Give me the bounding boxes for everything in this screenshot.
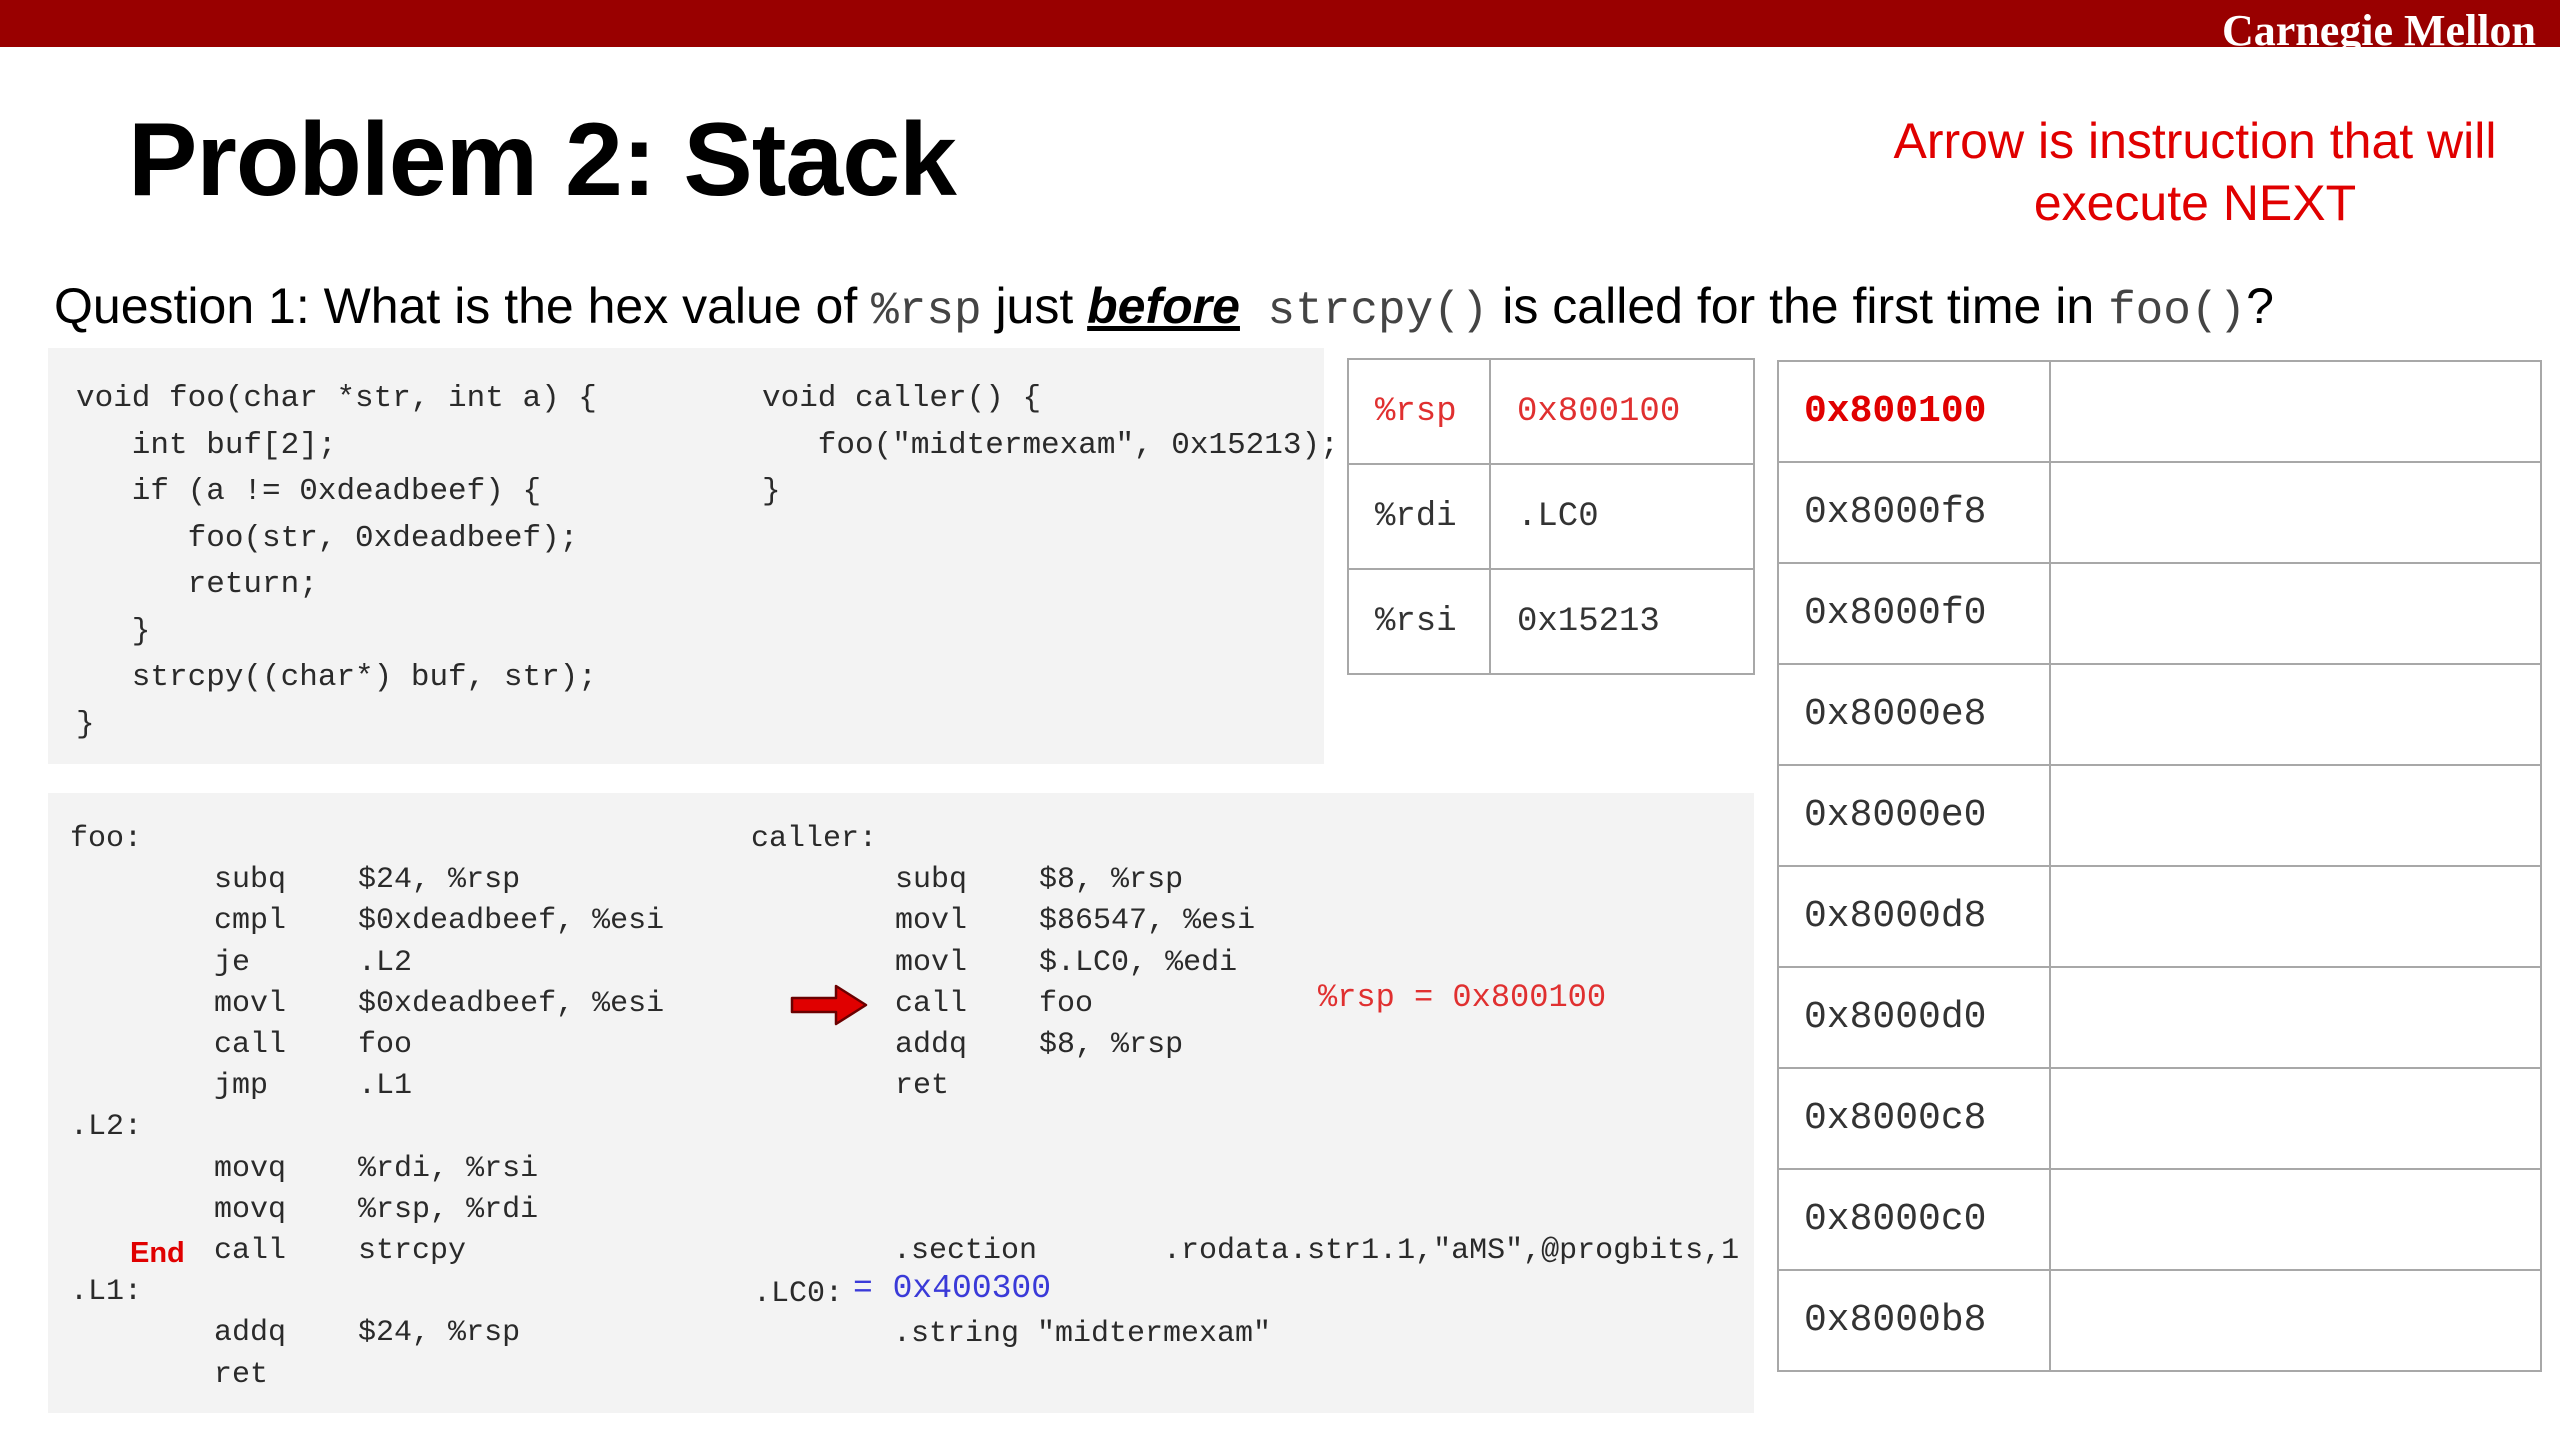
stack-value — [2049, 966, 2542, 1069]
page-title: Problem 2: Stack — [128, 102, 957, 218]
stack-value — [2049, 461, 2542, 564]
register-value: 0x15213 — [1489, 568, 1755, 675]
rsp-value-note: %rsp = 0x800100 — [1318, 979, 1607, 1016]
foo-c-code: void foo(char *str, int a) { int buf[2];… — [76, 381, 597, 742]
assembly-panel: foo: subq $24, %rsp cmpl $0xdeadbeef, %e… — [48, 793, 1754, 1413]
register-value: 0x800100 — [1489, 358, 1755, 465]
stack-value — [2049, 1168, 2542, 1271]
question-prefix: Question 1: What is the hex value of — [54, 278, 872, 334]
question-emphasis: before — [1087, 278, 1240, 334]
stack-address: 0x8000d0 — [1777, 966, 2051, 1069]
register-name: %rdi — [1347, 463, 1491, 570]
stack-row: 0x8000f0 — [1777, 562, 2542, 665]
string-directive: .string "midtermexam" — [893, 1317, 1272, 1351]
stack-row: 0x8000b8 — [1777, 1269, 2542, 1372]
caller-c-code: void caller() { foo("midtermexam", 0x152… — [762, 381, 1339, 509]
section-directive: .section .rodata.str1.1,"aMS",@progbits,… — [893, 1234, 1740, 1268]
stack-address: 0x8000f0 — [1777, 562, 2051, 665]
question-register: %rsp — [871, 285, 982, 337]
arrow-note-line1: Arrow is instruction that will — [1893, 113, 2497, 169]
stack-row: 0x8000c8 — [1777, 1067, 2542, 1170]
stack-table: 0x800100 0x8000f8 0x8000f0 0x8000e8 0x80… — [1777, 360, 2542, 1372]
stack-row: 0x800100 — [1777, 360, 2542, 463]
stack-address: 0x8000c8 — [1777, 1067, 2051, 1170]
stack-row: 0x8000f8 — [1777, 461, 2542, 564]
register-row-rsi: %rsi 0x15213 — [1347, 568, 1755, 675]
stack-address: 0x8000c0 — [1777, 1168, 2051, 1271]
next-instruction-arrow-icon — [790, 984, 868, 1026]
stack-address: 0x8000e0 — [1777, 764, 2051, 867]
stack-address: 0x8000d8 — [1777, 865, 2051, 968]
stack-address: 0x8000b8 — [1777, 1269, 2051, 1372]
question-mid2: is called for the first time in — [1488, 278, 2109, 334]
stack-row: 0x8000d0 — [1777, 966, 2542, 1069]
stack-address: 0x8000f8 — [1777, 461, 2051, 564]
question-function-foo: foo() — [2108, 285, 2247, 337]
caller-assembly: caller: subq $8, %rsp movl $86547, %esi … — [751, 822, 1256, 1104]
register-row-rdi: %rdi .LC0 — [1347, 463, 1755, 570]
stack-value — [2049, 764, 2542, 867]
stack-value — [2049, 1269, 2542, 1372]
register-table: %rsp 0x800100 %rdi .LC0 %rsi 0x15213 — [1347, 358, 1755, 675]
register-name: %rsi — [1347, 568, 1491, 675]
stack-row: 0x8000d8 — [1777, 865, 2542, 968]
brand-logo: Carnegie Mellon — [2221, 6, 2536, 55]
register-value: .LC0 — [1489, 463, 1755, 570]
stack-value — [2049, 865, 2542, 968]
stack-address: 0x800100 — [1777, 360, 2051, 463]
register-row-rsp: %rsp 0x800100 — [1347, 358, 1755, 465]
foo-assembly: foo: subq $24, %rsp cmpl $0xdeadbeef, %e… — [70, 822, 665, 1392]
stack-row: 0x8000c0 — [1777, 1168, 2542, 1271]
question-mid1: just — [981, 278, 1088, 334]
question-text: Question 1: What is the hex value of %rs… — [54, 275, 2274, 342]
lc0-label: .LC0: — [753, 1277, 844, 1311]
end-marker-label: End — [130, 1237, 185, 1269]
stack-address: 0x8000e8 — [1777, 663, 2051, 766]
stack-value — [2049, 360, 2542, 463]
stack-row: 0x8000e0 — [1777, 764, 2542, 867]
stack-value — [2049, 663, 2542, 766]
question-function: strcpy() — [1239, 285, 1489, 337]
register-name: %rsp — [1347, 358, 1491, 465]
stack-value — [2049, 562, 2542, 665]
stack-row: 0x8000e8 — [1777, 663, 2542, 766]
stack-value — [2049, 1067, 2542, 1170]
c-code-panel: void foo(char *str, int a) { int buf[2];… — [48, 348, 1339, 764]
arrow-note-line2: execute NEXT — [2033, 175, 2357, 231]
question-suffix: ? — [2246, 278, 2274, 334]
lc0-address: = 0x400300 — [853, 1270, 1052, 1307]
arrow-note: Arrow is instruction that will execute N… — [1860, 110, 2530, 234]
header-bar: Carnegie Mellon — [0, 0, 2560, 54]
